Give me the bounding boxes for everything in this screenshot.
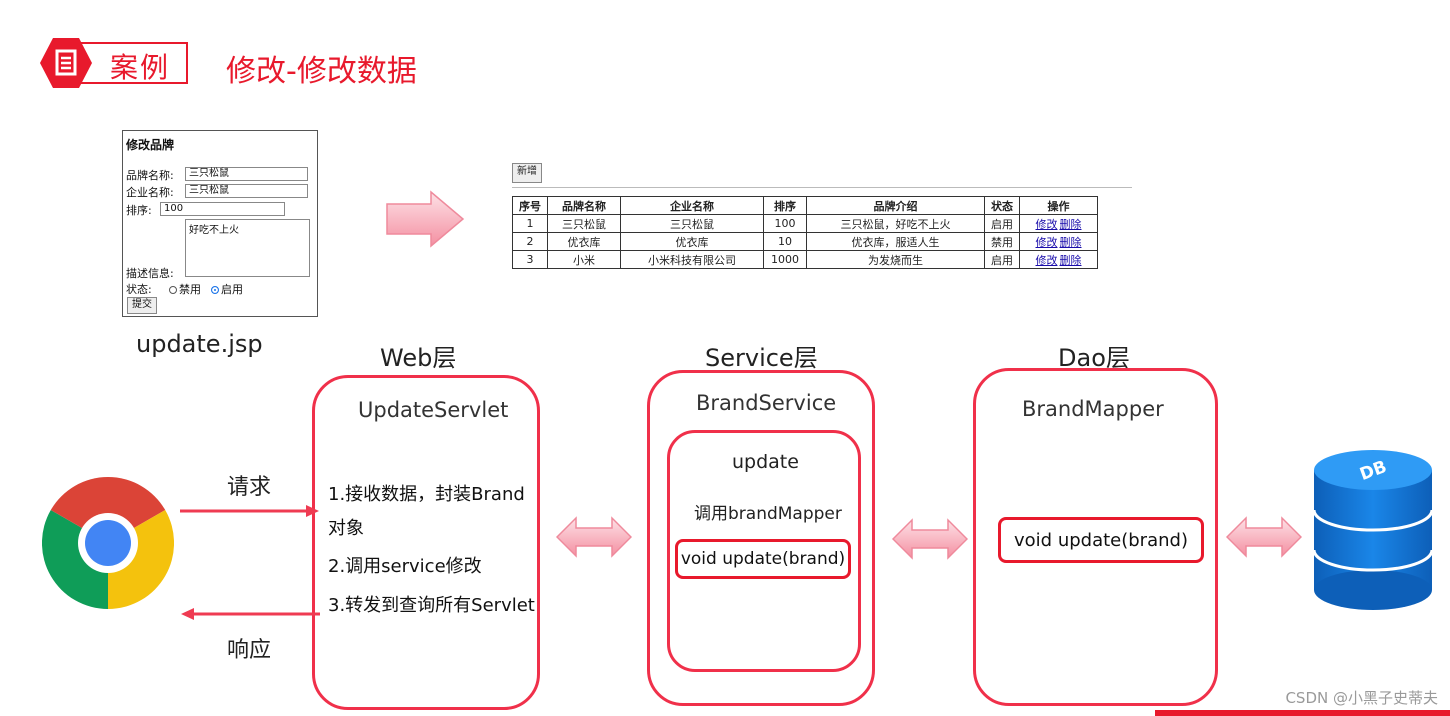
dao-layer-box: BrandMapper void update(brand) — [973, 368, 1218, 706]
step-3: 3.转发到查询所有Servlet — [328, 595, 535, 616]
column-header: 状态 — [984, 196, 1020, 215]
brand-name-input[interactable]: 三只松鼠 — [185, 167, 308, 181]
chrome-browser-icon — [42, 477, 174, 609]
table-row: 2 优衣库 优衣库 10 优衣库，服适人生 禁用 修改删除 — [512, 232, 1098, 251]
step-1-line-2: 对象 — [328, 518, 364, 539]
step-1-line-1: 1.接收数据，封装Brand — [328, 484, 525, 505]
column-header: 企业名称 — [620, 196, 764, 215]
status-label: 状态: — [126, 283, 152, 296]
case-badge-label: 案例 — [110, 51, 171, 84]
column-header: 操作 — [1019, 196, 1098, 215]
service-layer-title: Service层 — [705, 344, 818, 372]
request-arrow-icon — [180, 505, 319, 517]
table-cell: 100 — [763, 214, 807, 233]
delete-link[interactable]: 删除 — [1059, 235, 1082, 249]
table-cell: 三只松鼠，好吃不上火 — [806, 214, 985, 233]
brand-service-label: BrandService — [696, 391, 837, 415]
description-textarea[interactable]: 好吃不上火 — [185, 219, 310, 277]
column-header: 序号 — [512, 196, 548, 215]
table-cell: 优衣库，服适人生 — [806, 232, 985, 251]
table-cell: 为发烧而生 — [806, 250, 985, 269]
table-cell: 三只松鼠 — [620, 214, 764, 233]
database-icon: DB — [1312, 450, 1434, 610]
status-enabled-label: 启用 — [221, 283, 243, 296]
call-mapper-text: 调用brandMapper — [694, 504, 842, 524]
status-disabled-option[interactable]: 禁用 — [169, 281, 201, 297]
company-name-label: 企业名称: — [126, 186, 174, 199]
table-cell: 三只松鼠 — [547, 214, 621, 233]
table-header-row: 序号 品牌名称 企业名称 排序 品牌介绍 状态 操作 — [512, 196, 1098, 215]
brand-mapper-label: BrandMapper — [1022, 397, 1164, 421]
actions-cell: 修改删除 — [1019, 250, 1098, 269]
table-cell: 3 — [512, 250, 548, 269]
response-label: 响应 — [227, 638, 272, 663]
actions-cell: 修改删除 — [1019, 232, 1098, 251]
add-button[interactable]: 新增 — [512, 163, 542, 183]
table-row: 3 小米 小米科技有限公司 1000 为发烧而生 启用 修改删除 — [512, 250, 1098, 269]
submit-button[interactable]: 提交 — [127, 297, 157, 314]
delete-link[interactable]: 删除 — [1059, 253, 1082, 267]
company-name-input[interactable]: 三只松鼠 — [185, 184, 308, 198]
service-update-signature: void update(brand) — [675, 539, 851, 579]
table-cell: 小米科技有限公司 — [620, 250, 764, 269]
web-layer-title: Web层 — [380, 344, 457, 372]
status-enabled-option[interactable]: 启用 — [211, 281, 243, 297]
table-cell: 10 — [763, 232, 807, 251]
table-cell: 1000 — [763, 250, 807, 269]
column-header: 排序 — [763, 196, 807, 215]
description-label: 描述信息: — [126, 267, 174, 280]
watermark: CSDN @小黑子史蒂夫 — [1285, 689, 1438, 707]
file-label: update.jsp — [136, 330, 263, 358]
brand-table: 序号 品牌名称 企业名称 排序 品牌介绍 状态 操作 1 三只松鼠 三只松鼠 1… — [512, 196, 1098, 269]
update-servlet-label: UpdateServlet — [358, 398, 509, 422]
table-cell: 优衣库 — [547, 232, 621, 251]
edit-link[interactable]: 修改 — [1035, 217, 1058, 231]
actions-cell: 修改删除 — [1019, 214, 1098, 233]
radio-disabled[interactable] — [169, 286, 177, 294]
edit-link[interactable]: 修改 — [1035, 253, 1058, 267]
double-arrow-icon — [892, 518, 968, 560]
radio-enabled[interactable] — [211, 286, 219, 294]
status-disabled-label: 禁用 — [179, 283, 201, 296]
double-arrow-icon — [556, 516, 632, 558]
service-layer-box: BrandService update 调用brandMapper void u… — [647, 370, 875, 706]
ordered-label: 排序: — [126, 204, 152, 217]
table-cell: 2 — [512, 232, 548, 251]
brand-name-label: 品牌名称: — [126, 169, 174, 182]
edit-link[interactable]: 修改 — [1035, 235, 1058, 249]
update-method-box: update 调用brandMapper void update(brand) — [667, 430, 861, 672]
document-icon — [40, 38, 92, 88]
table-cell: 启用 — [984, 214, 1020, 233]
table-cell: 优衣库 — [620, 232, 764, 251]
table-cell: 禁用 — [984, 232, 1020, 251]
case-badge: 案例 — [40, 38, 190, 88]
form-title: 修改品牌 — [126, 138, 175, 152]
column-header: 品牌介绍 — [806, 196, 985, 215]
response-arrow-icon — [181, 608, 320, 620]
delete-link[interactable]: 删除 — [1059, 217, 1082, 231]
right-arrow-icon — [386, 190, 465, 248]
double-arrow-icon — [1226, 516, 1302, 558]
update-method-label: update — [732, 451, 799, 473]
page-title: 修改-修改数据 — [226, 54, 417, 89]
divider — [512, 187, 1132, 188]
table-row: 1 三只松鼠 三只松鼠 100 三只松鼠，好吃不上火 启用 修改删除 — [512, 214, 1098, 233]
case-badge-frame — [74, 42, 188, 84]
update-form-mock: 修改品牌 品牌名称: 三只松鼠 企业名称: 三只松鼠 排序: 100 好吃不上火… — [122, 130, 318, 317]
accent-bar — [1155, 710, 1450, 716]
dao-layer-title: Dao层 — [1058, 344, 1130, 372]
table-cell: 1 — [512, 214, 548, 233]
dao-update-signature: void update(brand) — [998, 517, 1204, 563]
table-cell: 启用 — [984, 250, 1020, 269]
web-layer-box: UpdateServlet 1.接收数据，封装Brand 对象 2.调用serv… — [312, 375, 540, 710]
table-cell: 小米 — [547, 250, 621, 269]
step-2: 2.调用service修改 — [328, 556, 482, 577]
ordered-input[interactable]: 100 — [160, 202, 285, 216]
request-label: 请求 — [227, 475, 272, 500]
column-header: 品牌名称 — [547, 196, 621, 215]
